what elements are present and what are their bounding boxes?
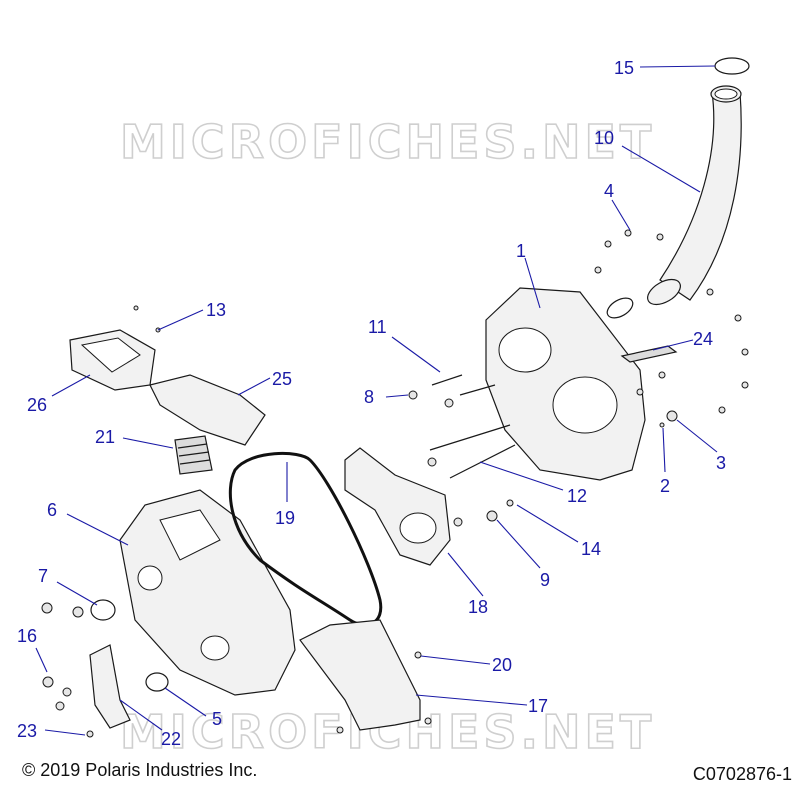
callout-3[interactable]: 3 bbox=[716, 453, 726, 473]
part-6-inner-cover[interactable] bbox=[119, 489, 296, 696]
callout-16[interactable]: 16 bbox=[17, 626, 37, 646]
callout-10[interactable]: 10 bbox=[594, 128, 614, 148]
callout-20[interactable]: 20 bbox=[492, 655, 512, 675]
part-24-clip[interactable] bbox=[620, 345, 678, 363]
duct-clamp bbox=[606, 297, 634, 319]
callout-26[interactable]: 26 bbox=[27, 395, 47, 415]
watermark-top: MICROFICHES.NET bbox=[120, 115, 655, 169]
callout-5[interactable]: 5 bbox=[212, 709, 222, 729]
part-5-o-ring[interactable] bbox=[145, 672, 169, 692]
callout-14[interactable]: 14 bbox=[581, 539, 601, 559]
part-17-shield[interactable] bbox=[299, 619, 421, 731]
callout-12[interactable]: 12 bbox=[567, 486, 587, 506]
callout-17[interactable]: 17 bbox=[528, 696, 548, 716]
callout-23[interactable]: 23 bbox=[17, 721, 37, 741]
part-15-clamp[interactable] bbox=[714, 57, 750, 75]
callout-7[interactable]: 7 bbox=[38, 566, 48, 586]
callout-13[interactable]: 13 bbox=[206, 300, 226, 320]
part-7-o-ring[interactable] bbox=[90, 599, 116, 621]
callout-25[interactable]: 25 bbox=[272, 369, 292, 389]
long-bolts bbox=[429, 374, 516, 479]
part-1-outer-cover[interactable] bbox=[485, 287, 646, 481]
callout-19[interactable]: 19 bbox=[275, 508, 295, 528]
callout-22[interactable]: 22 bbox=[161, 729, 181, 749]
leader-lines bbox=[35, 65, 718, 736]
small-hardware bbox=[41, 229, 749, 738]
callout-2[interactable]: 2 bbox=[660, 476, 670, 496]
part-21-filter[interactable] bbox=[174, 435, 213, 475]
callout-15[interactable]: 15 bbox=[614, 58, 634, 78]
callout-8[interactable]: 8 bbox=[364, 387, 374, 407]
part-26-filter-cover[interactable] bbox=[69, 329, 156, 391]
callout-11[interactable]: 11 bbox=[368, 317, 387, 337]
callout-6[interactable]: 6 bbox=[47, 500, 57, 520]
copyright-text: © 2019 Polaris Industries Inc. bbox=[22, 760, 258, 780]
callout-4[interactable]: 4 bbox=[604, 181, 614, 201]
callout-9[interactable]: 9 bbox=[540, 570, 550, 590]
callout-18[interactable]: 18 bbox=[468, 597, 488, 617]
part-22-bracket[interactable] bbox=[89, 644, 131, 729]
part-10-duct[interactable] bbox=[643, 85, 742, 310]
callout-1[interactable]: 1 bbox=[516, 241, 526, 261]
figure-code: C0702876-1 bbox=[692, 764, 792, 784]
callout-24[interactable]: 24 bbox=[693, 329, 713, 349]
part-25-airbox[interactable] bbox=[149, 374, 266, 446]
callouts: 1 2 3 4 5 6 7 8 9 10 11 12 13 14 15 16 1… bbox=[17, 58, 726, 749]
callout-21[interactable]: 21 bbox=[95, 427, 115, 447]
part-18-inner-plate[interactable] bbox=[344, 447, 451, 566]
